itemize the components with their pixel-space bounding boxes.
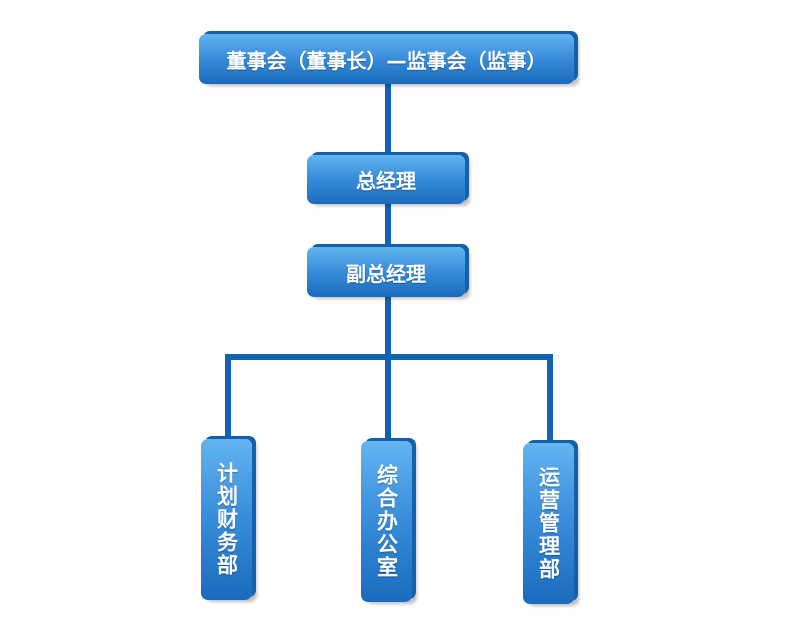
general-manager-box: 总经理 <box>307 155 465 204</box>
board-box: 董事会（董事长）—监事会（监事） <box>199 34 574 84</box>
connector-horizontal <box>225 354 553 360</box>
department-box-office: 综合办公室 <box>361 441 412 602</box>
department-box-finance: 计划财务部 <box>201 439 252 600</box>
department-box-operations: 运营管理部 <box>523 443 574 604</box>
connector-left <box>225 354 231 440</box>
connector-deputy-branch <box>385 297 391 442</box>
deputy-general-manager-box: 副总经理 <box>307 247 465 297</box>
connector-board-gm <box>385 84 391 154</box>
connector-right <box>547 354 553 444</box>
connector-gm-deputy <box>385 204 391 246</box>
